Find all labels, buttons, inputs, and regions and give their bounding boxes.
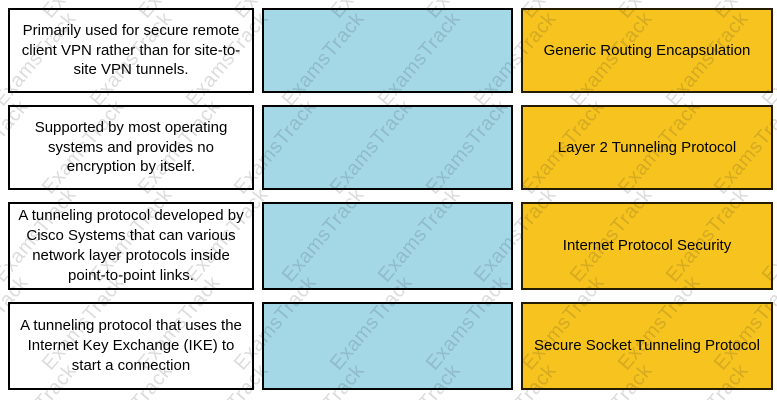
answer-card[interactable]: Secure Socket Tunneling Protocol: [521, 302, 773, 390]
drop-zone[interactable]: [262, 202, 513, 290]
drop-zone[interactable]: [262, 105, 513, 190]
answer-label: Secure Socket Tunneling Protocol: [534, 337, 760, 355]
answer-label: Generic Routing Encapsulation: [543, 41, 751, 59]
description-text: Supported by most operating systems and …: [34, 118, 228, 176]
drop-zone[interactable]: [262, 302, 513, 390]
answer-label: Layer 2 Tunneling Protocol: [557, 138, 737, 156]
description-text: A tunneling protocol developed by Cisco …: [18, 207, 244, 284]
answer-card[interactable]: Layer 2 Tunneling Protocol: [521, 105, 773, 190]
description-text: Primarily used for secure remote client …: [21, 21, 241, 79]
answer-card[interactable]: Internet Protocol Security: [521, 202, 773, 290]
description-text: A tunneling protocol that uses the Inter…: [20, 317, 242, 374]
description-card: A tunneling protocol that uses the Inter…: [8, 302, 254, 390]
answer-card[interactable]: Generic Routing Encapsulation: [521, 8, 773, 93]
answer-label: Internet Protocol Security: [562, 237, 732, 255]
matching-grid: Primarily used for secure remote client …: [8, 8, 773, 390]
description-card: A tunneling protocol developed by Cisco …: [8, 202, 254, 290]
drop-zone[interactable]: [262, 8, 513, 93]
description-card: Supported by most operating systems and …: [8, 105, 254, 190]
description-card: Primarily used for secure remote client …: [8, 8, 254, 93]
